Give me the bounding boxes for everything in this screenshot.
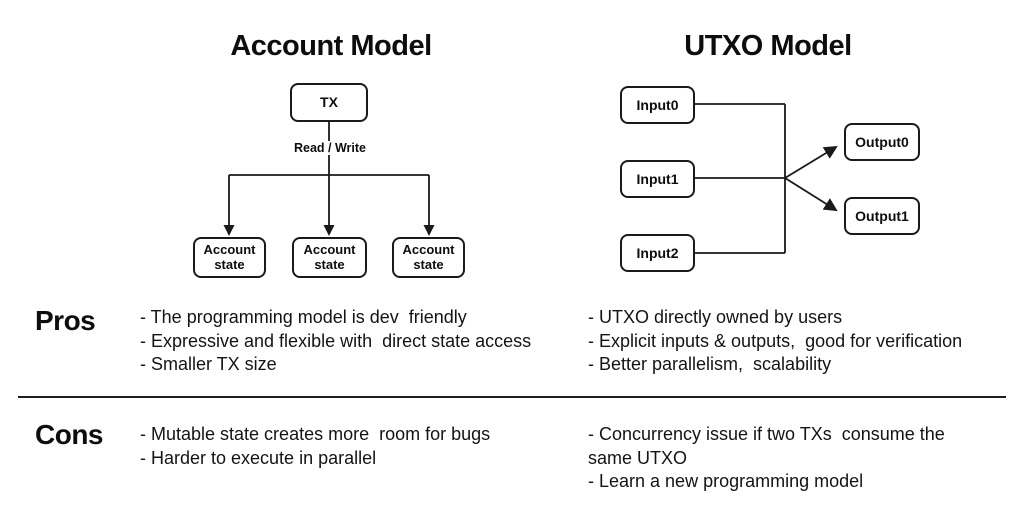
pros-account-list: - The programming model is dev friendly …	[140, 306, 585, 377]
list-item: - Explicit inputs & outputs, good for ve…	[588, 330, 963, 351]
cons-utxo-list: - Concurrency issue if two TXs consume t…	[588, 423, 986, 494]
list-item: - Concurrency issue if two TXs consume t…	[588, 424, 950, 468]
down-arrowhead-left	[223, 225, 235, 236]
read-write-label: Read / Write	[288, 141, 372, 155]
list-item: - Harder to execute in parallel	[140, 447, 377, 468]
account-state-node: Account state	[292, 237, 367, 278]
list-item: - The programming model is dev friendly	[140, 307, 467, 327]
arrow-to-output1	[784, 177, 838, 212]
list-item: - Smaller TX size	[140, 354, 277, 374]
account-state-node: Account state	[392, 237, 465, 278]
list-item: - Mutable state creates more room for bu…	[140, 424, 491, 444]
input2-node: Input2	[620, 234, 695, 272]
input1-node: Input1	[620, 160, 695, 198]
list-item: - Learn a new programming model	[588, 471, 864, 491]
account-state-node: Account state	[193, 237, 266, 278]
tx-node: TX	[290, 83, 368, 122]
utxo-model-title: UTXO Model	[684, 30, 852, 62]
list-item: - Expressive and flexible with direct st…	[140, 330, 532, 351]
down-arrowhead-middle	[323, 225, 335, 236]
input0-node: Input0	[620, 86, 695, 124]
down-arrowhead-right	[423, 225, 435, 236]
list-item: - UTXO directly owned by users	[588, 307, 843, 327]
list-item: - Better parallelism, scalability	[588, 354, 832, 374]
pros-utxo-list: - UTXO directly owned by users - Explici…	[588, 306, 1013, 377]
arrow-to-output0	[784, 145, 838, 179]
output1-node: Output1	[844, 197, 920, 235]
pros-label: Pros	[35, 305, 96, 336]
output0-node: Output0	[844, 123, 920, 161]
account-model-title: Account Model	[230, 30, 432, 62]
cons-label: Cons	[35, 419, 104, 450]
cons-account-list: - Mutable state creates more room for bu…	[140, 423, 585, 470]
divider	[18, 396, 1006, 398]
